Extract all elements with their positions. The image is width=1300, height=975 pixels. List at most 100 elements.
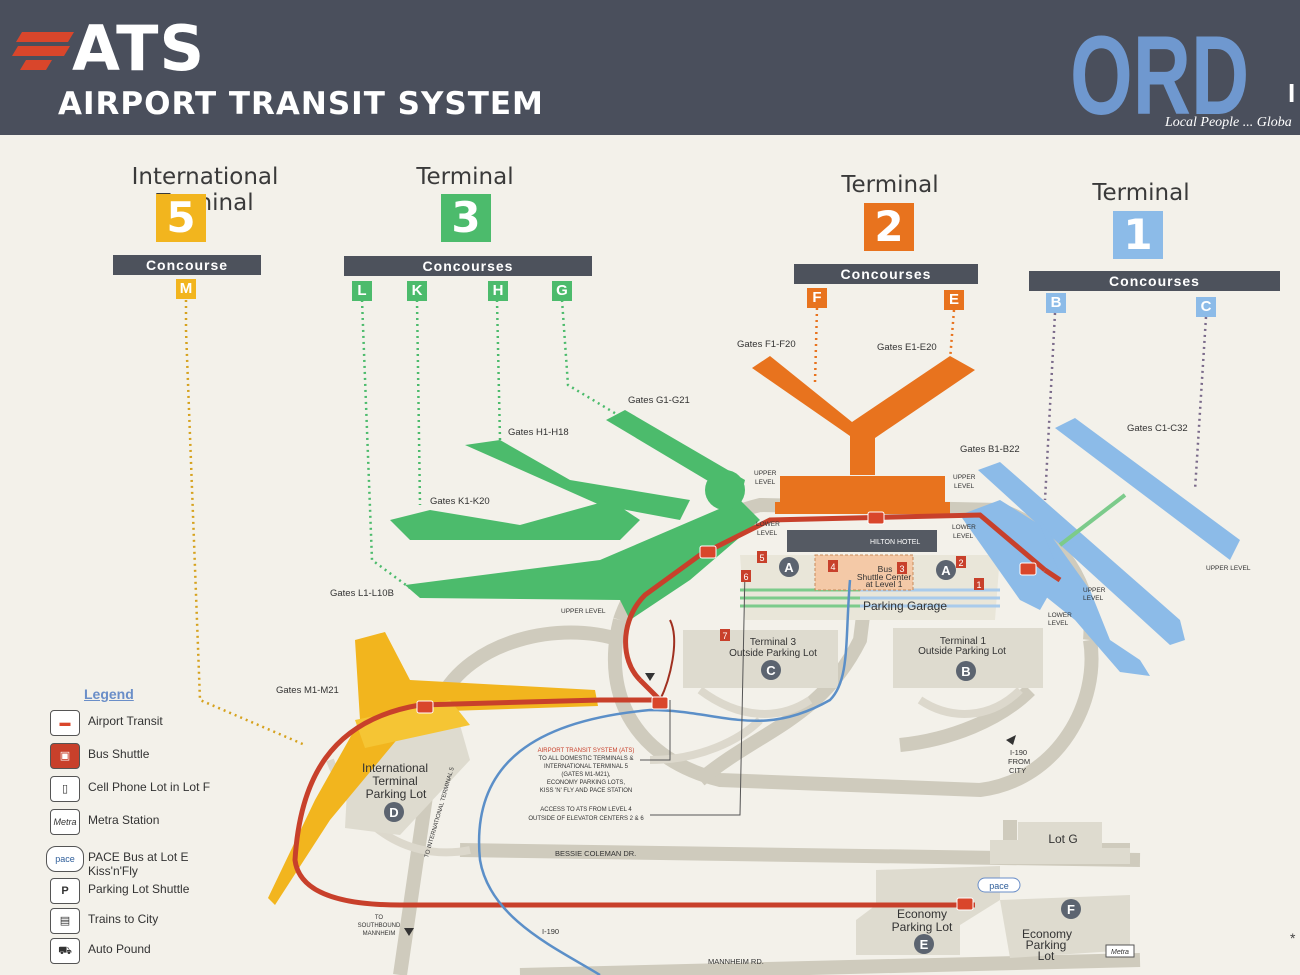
terminal-2-number: 2 — [864, 203, 914, 251]
terminal-2-title: Terminal — [841, 172, 939, 198]
i190-city-2: FROM — [1008, 757, 1030, 766]
blue-line — [477, 579, 852, 975]
gates-e-label: Gates E1-E20 — [877, 342, 937, 353]
elevator-7: 7 — [722, 631, 727, 641]
legend-label-trains-to-city: Trains to City — [88, 912, 159, 926]
train-city-icon: ▤ — [50, 908, 80, 934]
ats-note-4: (GATES M1-M21), — [561, 772, 611, 778]
ats-note-5: ECONOMY PARKING LOTS, — [547, 780, 625, 786]
concourse-b: B — [1046, 293, 1066, 313]
legend-title: Legend — [84, 686, 134, 702]
t1-upper-level: UPPER LEVEL — [1206, 565, 1251, 572]
t1-connector — [1058, 493, 1127, 547]
phone-icon: ▯ — [50, 776, 80, 802]
concourse-g: G — [552, 281, 572, 301]
legend-label-metra: Metra Station — [88, 813, 160, 827]
ats-logo-icon — [12, 32, 74, 70]
t1-lot-line-1: Terminal 1 — [940, 636, 987, 647]
terminal-3-title: Terminal — [416, 164, 514, 190]
ats-note-6: KISS 'N' FLY AND PACE STATION — [540, 788, 632, 794]
southbound-2: SOUTHBOUND — [358, 923, 401, 929]
elevator-3: 3 — [899, 564, 904, 574]
gates-b-label: Gates B1-B22 — [960, 444, 1020, 455]
pace-icon: pace — [46, 846, 84, 872]
mannheim-label: MANNHEIM RD. — [708, 957, 764, 966]
legend-item-auto-pound: ⛟ Auto Pound — [44, 938, 254, 970]
elevator-4: 4 — [830, 562, 835, 572]
legend-label-bus-shuttle: Bus Shuttle — [88, 747, 150, 761]
concourse-l: L — [352, 281, 372, 301]
ats-station-markers — [416, 511, 1037, 911]
elevator-2: 2 — [958, 558, 963, 568]
legend-item-parking-shuttle: P Parking Lot Shuttle — [44, 878, 254, 910]
system-subtitle: AIRPORT TRANSIT SYSTEM — [58, 86, 544, 122]
legend-item-bus-shuttle: ▣ Bus Shuttle — [44, 743, 254, 775]
terminal-5-number: 5 — [156, 194, 206, 242]
lot-b-letter: B — [961, 664, 970, 679]
ats-note-3: INTERNATIONAL TERMINAL 5 — [544, 764, 629, 770]
intl-lot-line-1: International — [362, 761, 428, 775]
t2-lower-level-left-2: LEVEL — [757, 530, 778, 537]
i190-city-1: I-190 — [1010, 748, 1027, 757]
lot-a-right: A — [941, 563, 951, 578]
metra-icon: Metra — [50, 809, 80, 835]
hilton-hotel-label: HILTON HOTEL — [870, 539, 920, 546]
gates-g-label: Gates G1-G21 — [628, 395, 690, 406]
concourse-e: E — [944, 290, 964, 310]
tow-icon: ⛟ — [50, 938, 80, 964]
header-banner: ATS AIRPORT TRANSIT SYSTEM ORD Local Peo… — [0, 0, 1300, 135]
elevator-tags — [720, 551, 984, 641]
legend-item-pace: pace PACE Bus at Lot E Kiss'n'Fly — [44, 846, 254, 878]
bessie-coleman-label: BESSIE COLEMAN DR. — [555, 849, 636, 858]
concourse-h: H — [488, 281, 508, 301]
metra-tag-label: Metra — [1111, 949, 1129, 956]
gates-f-label: Gates F1-F20 — [737, 339, 796, 350]
t1-lower-level-1: LOWER — [1048, 612, 1072, 619]
legend-item-cell-phone-lot: ▯ Cell Phone Lot in Lot F — [44, 776, 254, 808]
concourse-m: M — [176, 279, 196, 299]
lot-g-label: Lot G — [1048, 832, 1077, 846]
road-arrows — [404, 673, 1016, 936]
terminal-3-concourse-bar: Concourses — [344, 256, 592, 276]
terminal-1-shape — [960, 418, 1240, 676]
cropped-letter: I — [1288, 78, 1296, 108]
terminal-1-concourse-bar: Concourses — [1029, 271, 1280, 291]
legend-label-auto-pound: Auto Pound — [88, 942, 151, 956]
t3-lot-line-2: Outside Parking Lot — [729, 648, 817, 659]
hilton-hotel — [787, 530, 937, 552]
gates-h-label: Gates H1-H18 — [508, 427, 569, 438]
economy-f-line-1: Economy — [1022, 927, 1072, 941]
lot-a-left: A — [784, 560, 794, 575]
t1-upper-level-1: UPPER — [1083, 587, 1106, 594]
legend-label-airport-transit: Airport Transit — [88, 714, 163, 728]
i190-label: I-190 — [542, 927, 559, 936]
gates-c-label: Gates C1-C32 — [1127, 423, 1188, 434]
ord-wordmark: ORD — [1070, 13, 1250, 138]
terminal-3-shape — [390, 410, 760, 620]
t2-lower-level-right-2: LEVEL — [953, 533, 974, 540]
lot-g — [990, 822, 1130, 864]
ats-title: ATS — [72, 12, 206, 85]
t2-upper-level-left-1: UPPER — [754, 470, 777, 477]
bus-icon: ▣ — [50, 743, 80, 769]
terminal-1-number: 1 — [1113, 211, 1163, 259]
economy-f-line-2: Parking — [1026, 938, 1067, 952]
bus-center-line-1: Bus — [878, 564, 893, 574]
terminal-2-concourse-bar: Concourses — [794, 264, 978, 284]
legend-item-trains-to-city: ▤ Trains to City — [44, 908, 254, 940]
ord-tagline: Local People ... Globa — [1165, 115, 1292, 130]
legend-item-airport-transit: ▬ Airport Transit — [44, 710, 254, 742]
t2-upper-level-right-2: LEVEL — [954, 483, 975, 490]
t2-lower-level-left-1: LOWER — [756, 521, 780, 528]
note-leaders — [640, 569, 746, 816]
bus-center-line-2: Shuttle Center — [857, 572, 912, 582]
t1-lot-line-2: Outside Parking Lot — [918, 646, 1006, 657]
elevator-6: 6 — [743, 572, 748, 582]
concourse-k: K — [407, 281, 427, 301]
terminal-5-concourse-bar: Concourse — [113, 255, 261, 275]
gates-m-label: Gates M1-M21 — [276, 685, 339, 696]
lot-f-letter: F — [1067, 902, 1075, 917]
terminal-1-title: Terminal — [1092, 180, 1190, 206]
parking-garage-label: Parking Garage — [863, 599, 947, 613]
gates-l-label: Gates L1-L10B — [330, 588, 394, 599]
